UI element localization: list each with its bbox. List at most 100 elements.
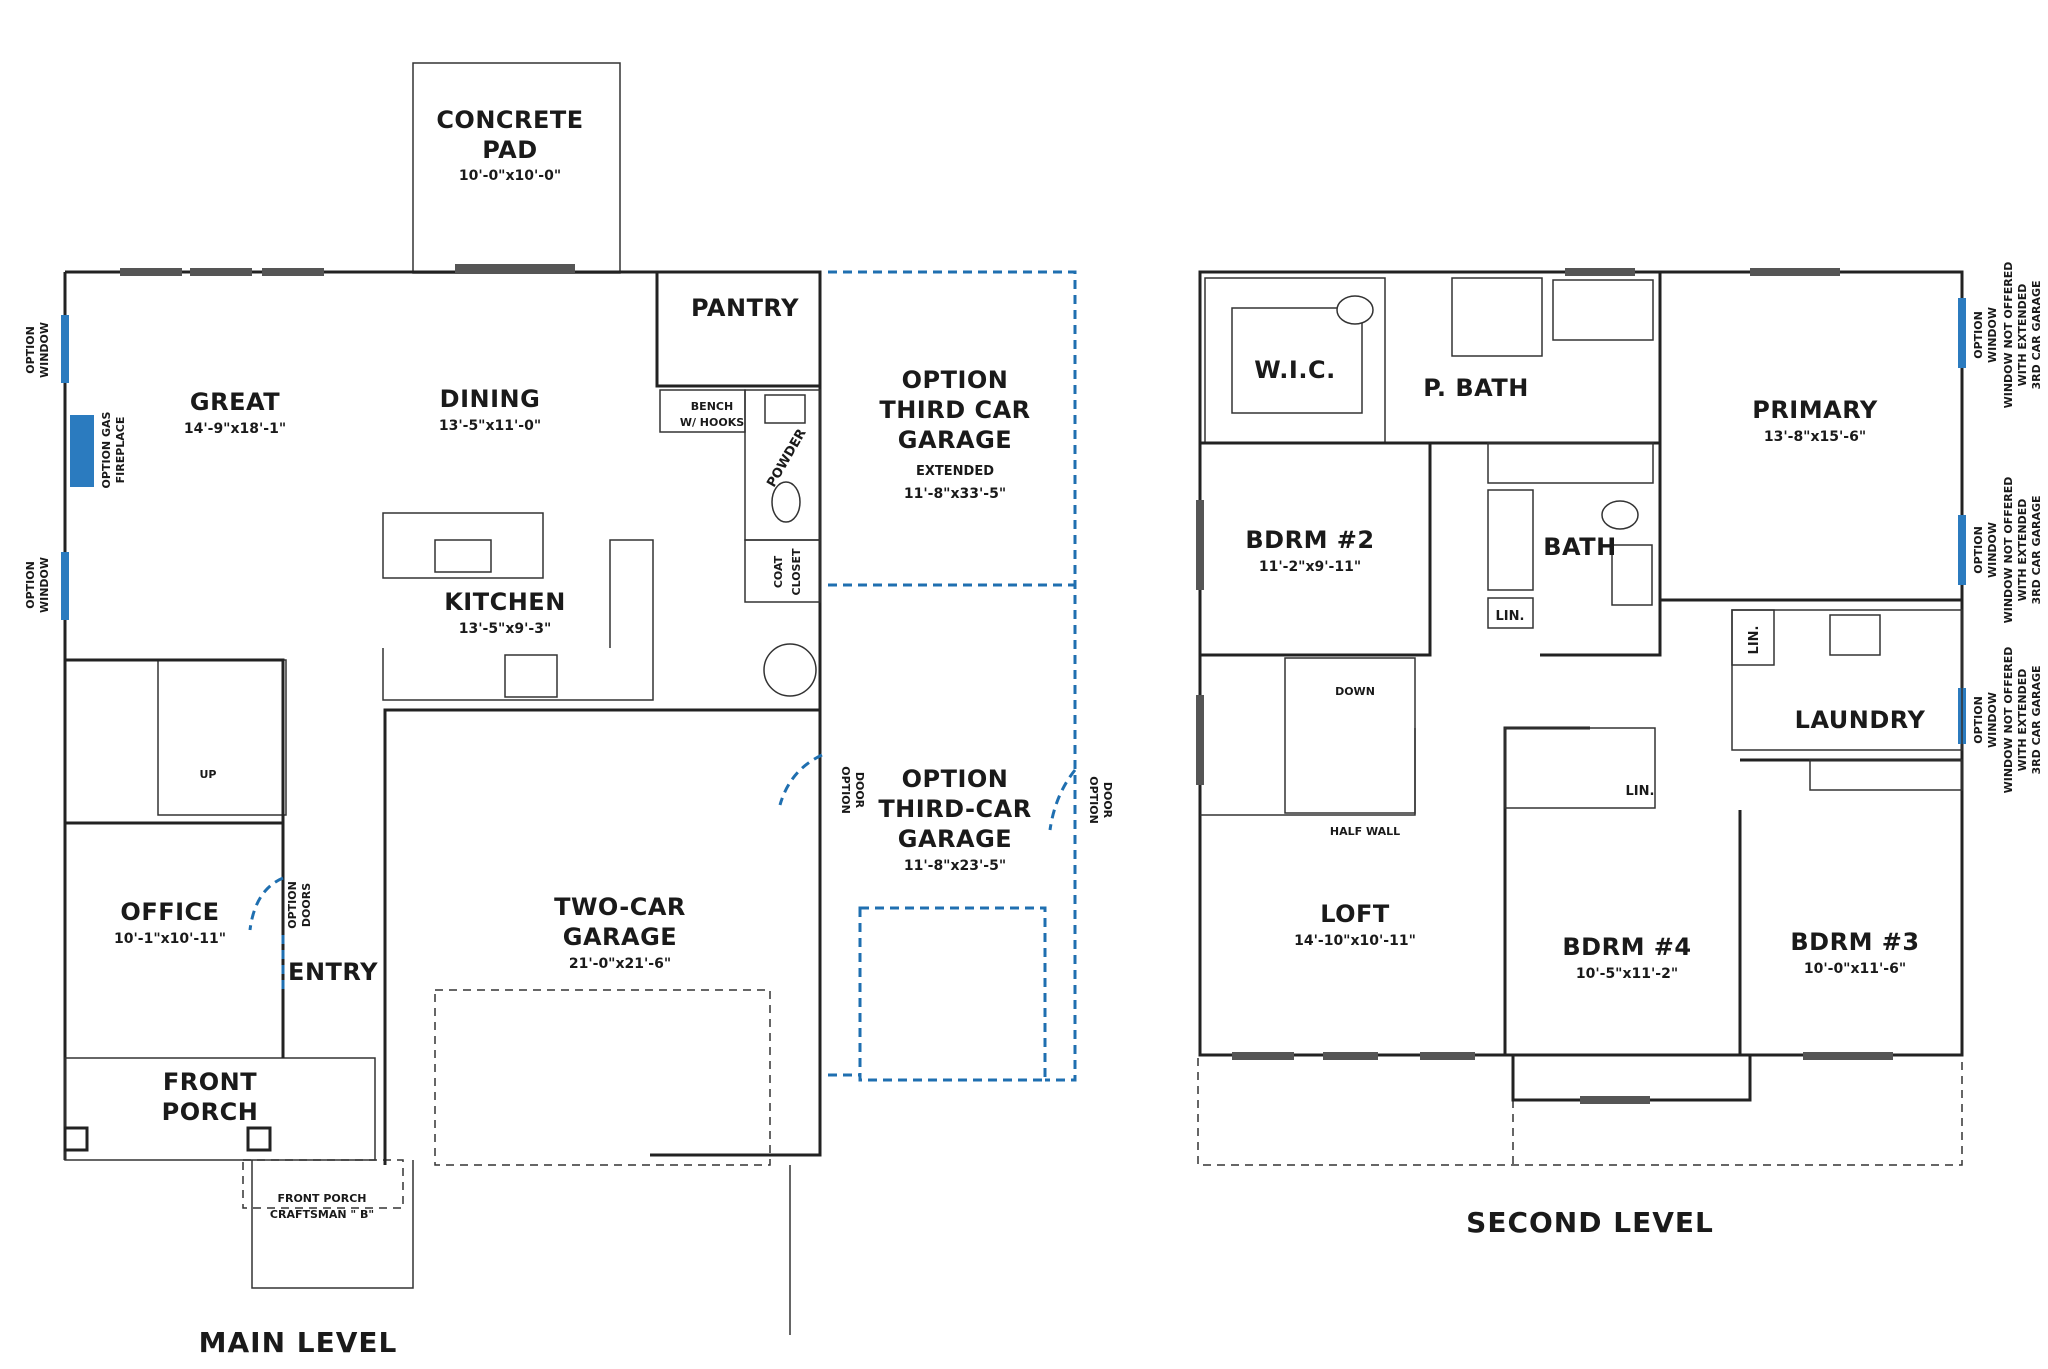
bath-wall [1540,600,1662,657]
coat-closet-outline [744,539,821,603]
option-window-note-r2c: 3RD CAR GARAGE [2030,495,2043,604]
option-window-r2b: WINDOW [1986,522,1999,578]
concrete-pad-dim: 10'-0"x10'-0" [459,168,561,184]
option-garage-door [858,906,1047,1082]
main-level-plan [61,62,1077,1335]
option-window-r1b: WINDOW [1986,307,1999,363]
bdrm4-label: BDRM #4 [1562,933,1691,961]
option-window-note-r2a: WINDOW NOT OFFERED [2002,477,2015,624]
two-car-garage-dim: 21'-0"x21'-6" [569,956,671,972]
toilet-symbol-bath [1601,500,1639,530]
window [1196,695,1204,785]
window [1323,1052,1378,1060]
toilet-symbol [771,481,801,523]
kitchen-label: KITCHEN [444,588,566,616]
fireplace-marker [70,415,94,487]
loft-half-wall [1200,728,1416,816]
fireplace-label: OPTION GAS [100,411,113,488]
window [1232,1052,1294,1060]
main-exterior-wall [65,270,822,1157]
loft-dim: 14'-10"x10'-11" [1294,933,1416,949]
option-door-swing-2 [1048,769,1077,831]
concrete-pad-label: CONCRETE [436,106,583,134]
option-window-note-r1b: WITH EXTENDED [2016,284,2029,387]
second-stairs [1284,657,1416,814]
half-wall-label: HALF WALL [1330,825,1400,838]
tub-symbol [1552,279,1654,341]
coat-closet-label-2: CLOSET [790,548,803,595]
option-third-car-extended-dim: 11'-8"x33'-5" [904,486,1006,502]
loft-label: LOFT [1320,900,1390,928]
bench-label: BENCH [691,400,733,413]
great-dim: 14'-9"x18'-1" [184,421,286,437]
main-level-title: MAIN LEVEL [199,1326,398,1359]
window [455,264,575,274]
bdrm4-closet [1504,727,1656,809]
front-porch-label-2: PORCH [162,1098,259,1126]
option-garage-outline [828,270,1077,1082]
entry-label: ENTRY [288,958,378,986]
window [120,268,182,276]
bdrm3-dim: 10'-0"x11'-6" [1804,961,1906,977]
option-doors-label: OPTION [286,881,299,929]
porch-column-left [63,1126,89,1152]
option-third-car-extended-2: THIRD CAR [879,396,1030,424]
option-window-note-r3c: 3RD CAR GARAGE [2030,665,2043,774]
option-window-label-b: OPTION [24,561,37,609]
office-option-doors [248,876,285,990]
bath-tub [1487,489,1534,591]
bdrm4-bumpout [1511,1055,1752,1102]
option-window-label: OPTION [24,326,37,374]
option-third-car-1: OPTION [902,765,1009,793]
craftsman-porch-outline [242,1159,404,1209]
second-level-plan [1196,268,1966,1166]
window [190,268,252,276]
two-car-garage-label: TWO-CAR [554,893,686,921]
powder-label: POWDER [764,427,809,490]
primary-dim: 13'-8"x15'-6" [1764,429,1866,445]
bath-vanity [1487,442,1654,484]
shower-symbol [1451,277,1543,357]
bdrm2-dim: 11'-2"x9'-11" [1259,559,1361,575]
option-third-car-dim: 11'-8"x23'-5" [904,858,1006,874]
option-window-note-r3a: WINDOW NOT OFFERED [2002,647,2015,794]
option-window-marker [61,315,69,383]
bath-sink [1611,544,1653,606]
fireplace-label-2: FIREPLACE [114,417,127,484]
option-window-note-r1a: WINDOW NOT OFFERED [2002,262,2015,409]
toilet-symbol-p [1336,295,1374,325]
garage-door-outline [434,989,771,1166]
lin-closet [1487,597,1534,629]
craftsman-label-2: CRAFTSMAN " B" [270,1208,374,1221]
option-window-label-2: WINDOW [38,322,51,378]
front-porch-outline [64,1057,376,1161]
office-dim: 10'-1"x10'-11" [114,931,226,947]
window [1565,268,1635,276]
second-level-title: SECOND LEVEL [1466,1206,1714,1239]
option-window-marker [61,552,69,620]
office-label: OFFICE [120,898,219,926]
bdrm3-closet [1809,759,1963,791]
wic-inner [1231,307,1363,414]
dining-dim: 13'-5"x11'-0" [439,418,541,434]
option-door-swing [778,753,823,806]
option-window-r2: OPTION [1972,526,1985,574]
front-porch-label: FRONT [163,1068,257,1096]
option-window-note-r1c: 3RD CAR GARAGE [2030,280,2043,389]
window [1420,1052,1475,1060]
option-third-car-2: THIRD-CAR [878,795,1031,823]
lin-label-bath: LIN. [1496,609,1525,624]
garage-wall [383,708,820,1165]
bench-label-2: W/ HOOKS [680,416,744,429]
lin-label-bdrm4: LIN. [1626,784,1655,799]
main-stairs [157,659,287,816]
craftsman-label: FRONT PORCH [277,1192,366,1205]
concrete-pad-label-2: PAD [482,136,537,164]
sink-symbol [764,394,806,424]
stair-wall [65,658,285,823]
option-third-car-3: GARAGE [898,825,1012,853]
two-car-garage-label-2: GARAGE [563,923,677,951]
option-window-marker [1958,515,1966,585]
kitchen-counter [382,539,654,701]
